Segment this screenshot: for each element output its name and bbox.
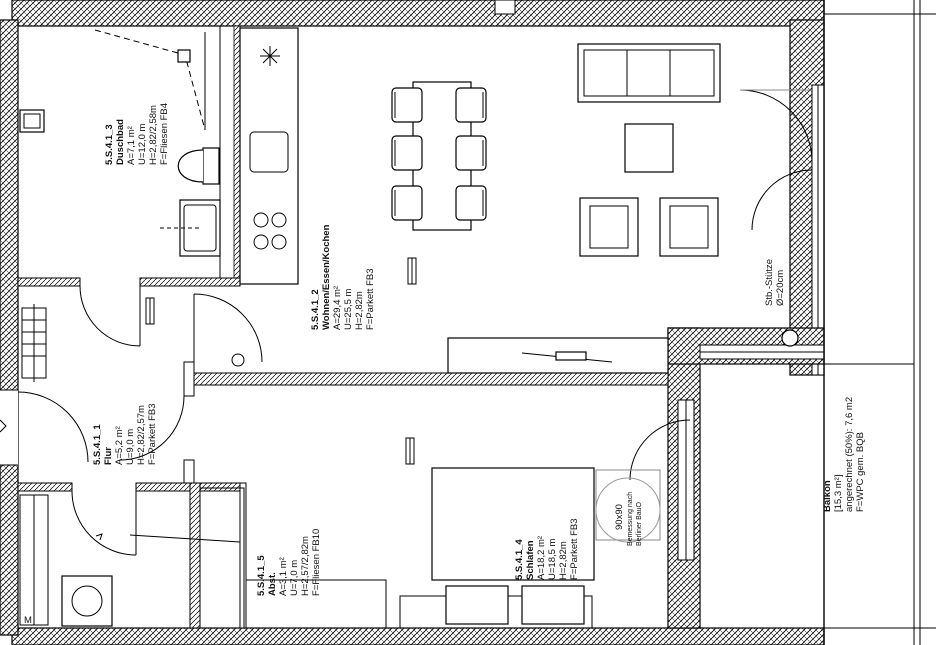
balcony xyxy=(699,0,936,645)
clearance-size: 90x90 xyxy=(614,504,625,530)
snowflake-icon xyxy=(260,46,280,66)
room-perimeter: U=18,5 m xyxy=(547,538,558,580)
column-title: Stb.-Stütze xyxy=(764,259,775,306)
coat-rack xyxy=(21,304,47,382)
chair xyxy=(391,135,423,171)
living-furniture xyxy=(447,43,813,374)
bedroom-furniture xyxy=(399,467,661,629)
label-duschbad: 5.S.4.1_3 Duschbad A=7,1 m² U=12,0 m H=2… xyxy=(104,103,170,165)
room-floor: F=Fliesen FB4 xyxy=(159,103,170,165)
room-name: Schlafen xyxy=(525,540,536,580)
bathroom-fixtures xyxy=(19,29,221,257)
label-abst: 5.S.4.1_5 Abst. A=3,1 m² U=7,0 m H=2,57/… xyxy=(256,529,322,596)
room-area: A=29,4 m² xyxy=(332,286,343,330)
room-floor: F=Fliesen FB10 xyxy=(311,529,322,596)
room-height: H=2,82m xyxy=(354,291,365,330)
label-flur: 5.S.4.1_1 Flur A=5,2 m² U=9,0 m H=2,82/2… xyxy=(92,403,158,465)
chair xyxy=(391,185,423,221)
chair xyxy=(455,135,487,171)
room-id: 5.S.4.1_2 xyxy=(310,289,321,330)
meter-label: M xyxy=(24,615,32,626)
room-perimeter: U=12,0 m xyxy=(137,123,148,165)
radiators xyxy=(145,257,417,465)
label-balkon: Balkon [15,3 m²] angerechnet (50%): 7,6 … xyxy=(822,397,866,512)
doors xyxy=(17,285,691,556)
room-name: Wohnen/Essen/Kochen xyxy=(321,224,332,330)
exterior-walls xyxy=(0,0,825,645)
label-wohnen: 5.S.4.1_2 Wohnen/Essen/Kochen A=29,4 m² … xyxy=(310,224,376,330)
storage-fixtures xyxy=(19,487,387,629)
room-height: H=2,82/2,58m xyxy=(148,105,159,165)
room-floor: F=Parkett FB3 xyxy=(569,518,580,580)
dining-table xyxy=(391,81,487,231)
room-floor: F=WPC gem. BQB xyxy=(855,432,866,512)
room-counted: angerechnet (50%): 7,6 m2 xyxy=(844,397,855,512)
room-id: 5.S.4.1_1 xyxy=(92,424,103,465)
room-name: Duschbad xyxy=(115,119,126,165)
clearance-note-1: Bemessung nach xyxy=(627,492,634,546)
room-area: A=5,2 m² xyxy=(114,426,125,465)
room-area: A=18,2 m² xyxy=(536,536,547,580)
room-id: 5.S.4.1_3 xyxy=(104,124,115,165)
room-height: H=2,82m xyxy=(558,541,569,580)
room-perimeter: U=7,0 m xyxy=(289,560,300,596)
room-name: Balkon xyxy=(822,480,833,512)
room-id: 5.S.4.1_5 xyxy=(256,555,267,596)
column-dim: Ø=20cm xyxy=(775,270,786,306)
column-annotation: Stb.-Stütze Ø=20cm xyxy=(764,259,786,306)
room-height: H=2,57/2,82m xyxy=(300,536,311,596)
room-name: Abst. xyxy=(267,572,278,596)
room-area: [15,3 m²] xyxy=(833,475,844,513)
kitchen-counter xyxy=(239,27,299,285)
room-perimeter: U=25,5 m xyxy=(343,288,354,330)
chair xyxy=(455,87,487,123)
room-height: H=2,82/2,57m xyxy=(136,405,147,465)
clearance-annotation: 90x90 Bemessung nach Berliner BauO xyxy=(614,492,643,546)
room-floor: F=Parkett FB3 xyxy=(147,403,158,465)
room-floor: F=Parkett FB3 xyxy=(365,268,376,330)
room-id: 5.S.4.1_4 xyxy=(514,539,525,580)
label-schlafen: 5.S.4.1_4 Schlafen A=18,2 m² U=18,5 m H=… xyxy=(514,518,580,580)
chair xyxy=(391,87,423,123)
chair xyxy=(455,185,487,221)
room-perimeter: U=9,0 m xyxy=(125,429,136,465)
room-area: A=3,1 m² xyxy=(278,557,289,596)
clearance-note-2: Berliner BauO xyxy=(636,501,643,546)
room-area: A=7,1 m² xyxy=(126,126,137,165)
room-name: Flur xyxy=(103,447,114,465)
